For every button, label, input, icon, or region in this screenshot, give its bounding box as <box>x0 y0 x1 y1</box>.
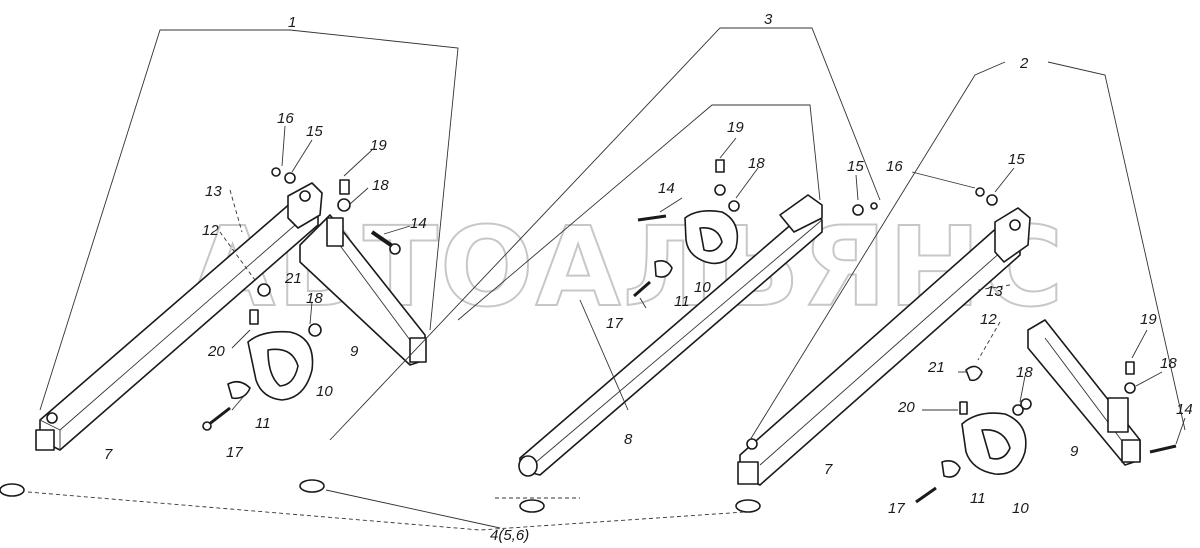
callout-10-middle: 10 <box>694 279 711 296</box>
drawbar-7-right-end <box>737 461 759 485</box>
callout-7-right: 7 <box>824 461 833 478</box>
callout-10-left: 10 <box>316 383 333 400</box>
nut-18-left <box>337 198 351 212</box>
callout-18-right: 18 <box>1016 364 1033 381</box>
fork-plate-right <box>994 207 1031 263</box>
ring-c <box>519 499 545 513</box>
leader-lines <box>219 125 1186 445</box>
drawbar-7-left-end <box>35 429 55 451</box>
callout-2: 2 <box>1019 55 1029 72</box>
callout-15-left: 15 <box>306 123 323 140</box>
ring-d <box>735 499 761 513</box>
cotter-16-middle <box>870 202 878 210</box>
callout-18b-right: 18 <box>1160 355 1177 372</box>
callout-18-middle: 18 <box>748 155 765 172</box>
hitch-ring-left <box>46 412 58 424</box>
callout-9-left: 9 <box>350 343 359 360</box>
callout-17-right: 17 <box>888 500 905 517</box>
callout-13-left: 13 <box>205 183 222 200</box>
callout-16-left: 16 <box>277 110 294 127</box>
callout-14-left: 14 <box>410 215 427 232</box>
callout-12-left: 12 <box>202 222 219 239</box>
nut-18-middle <box>714 184 726 196</box>
callout-21-right: 21 <box>927 359 945 376</box>
fork-hole-left <box>299 190 311 202</box>
callout-16-middle: 16 <box>886 158 903 175</box>
bolt-19-left <box>339 179 350 195</box>
cotter-pin-16-left <box>271 167 281 177</box>
latch-21-left <box>257 283 271 297</box>
nut-18b-right <box>1020 398 1032 410</box>
assembly-right <box>737 61 1186 504</box>
callout-7-left: 7 <box>104 446 113 463</box>
callout-20-left: 20 <box>207 343 225 360</box>
callout-19-right: 19 <box>1140 311 1157 328</box>
crossbar-9-left-end <box>409 337 427 363</box>
callout-10-right: 10 <box>1012 500 1029 517</box>
washer-18-right <box>1012 404 1024 416</box>
assembly-middle <box>329 27 881 477</box>
callout-19-left: 19 <box>370 137 387 154</box>
spring-20-right <box>959 401 968 415</box>
nut-18-right <box>1124 382 1136 394</box>
fork-plate-middle <box>779 194 823 233</box>
fork-plate-left <box>287 182 323 229</box>
bolt-19-middle <box>715 159 725 173</box>
callout-labels: 1 3 2 4(5,6) 16 15 19 18 13 12 14 21 18 … <box>104 11 1193 544</box>
callout-15-middle: 15 <box>847 158 864 175</box>
ring-set-4 <box>0 479 761 531</box>
callout-19-middle: 19 <box>727 119 744 136</box>
callout-1: 1 <box>288 14 296 31</box>
clip-11-left <box>227 380 251 400</box>
callout-12-right: 12 <box>980 311 997 328</box>
callout-9-right: 9 <box>1070 443 1079 460</box>
ring-b <box>299 479 325 493</box>
cotter-16-right <box>975 187 985 197</box>
callout-14-right: 14 <box>1176 401 1193 418</box>
pin-14-left <box>389 243 401 255</box>
crossbar-9-right-end <box>1121 439 1141 463</box>
callout-13-right: 13 <box>986 283 1003 300</box>
washer-18-middle <box>728 200 740 212</box>
clip-11-right <box>941 460 961 478</box>
bolt-17-left <box>202 421 212 431</box>
callout-17-left: 17 <box>226 444 243 461</box>
bolt-19-right <box>1125 361 1135 375</box>
tube-end-8 <box>518 455 538 477</box>
nut-18b-left <box>308 323 322 337</box>
callout-11-right: 11 <box>970 490 986 507</box>
clip-11-middle <box>654 260 673 278</box>
washer-15-left <box>284 172 296 184</box>
callout-15-right: 15 <box>1008 151 1025 168</box>
callout-11-left: 11 <box>255 415 271 432</box>
spring-20-left <box>249 309 259 325</box>
fork-hole-right <box>1009 219 1021 231</box>
callout-20-right: 20 <box>897 399 915 416</box>
callout-8-middle: 8 <box>624 431 633 448</box>
callout-4: 4(5,6) <box>490 527 529 544</box>
ring-a <box>0 483 25 497</box>
callout-3: 3 <box>764 11 773 28</box>
callout-17-middle: 17 <box>606 315 623 332</box>
callout-14-middle: 14 <box>658 180 675 197</box>
callout-18b-left: 18 <box>306 290 323 307</box>
hitch-ring-right <box>746 438 758 450</box>
assembly-left <box>35 29 459 451</box>
crossbar-9-left-lug <box>326 217 344 247</box>
callout-21-left: 21 <box>284 270 302 287</box>
callout-18-left: 18 <box>372 177 389 194</box>
callout-11-middle: 11 <box>674 293 690 310</box>
crossbar-9-right-lug <box>1107 397 1129 433</box>
washer-15-middle <box>852 204 864 216</box>
latch-21-right <box>965 365 983 382</box>
washer-15-right <box>986 194 998 206</box>
